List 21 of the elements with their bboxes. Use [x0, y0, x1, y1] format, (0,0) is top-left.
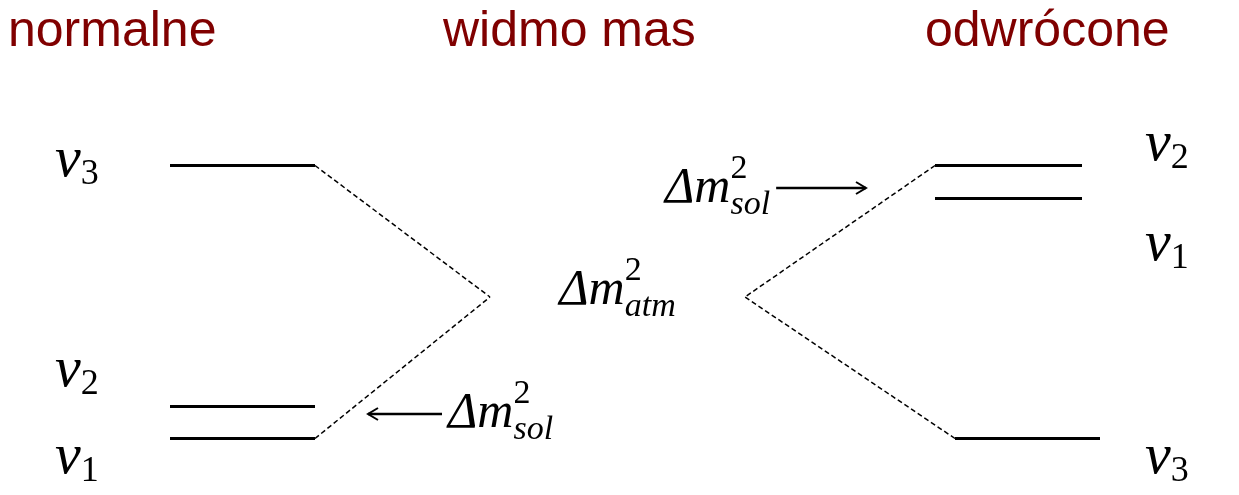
neutrino-label: ν$_{2}$ — [55, 338, 99, 396]
dashed-connector — [314, 164, 491, 298]
neutrino-label: ν$_{3}$ — [1145, 425, 1189, 483]
heading: widmo mas — [443, 4, 696, 54]
heading: odwrócone — [925, 4, 1170, 54]
energy-level-line — [955, 437, 1100, 440]
energy-level-line — [170, 405, 315, 408]
neutrino-label: ν$_{1}$ — [1145, 212, 1189, 270]
arrow — [367, 407, 442, 421]
energy-level-line — [935, 164, 1082, 167]
dashed-connector — [744, 296, 956, 440]
heading: normalne — [8, 4, 217, 54]
neutrino-label: ν$_{1}$ — [55, 425, 99, 483]
energy-level-line — [170, 437, 315, 440]
dashed-connector — [314, 296, 491, 440]
neutrino-label: ν$_{2}$ — [1145, 112, 1189, 170]
dashed-connector — [744, 164, 936, 298]
energy-level-line — [170, 164, 315, 167]
energy-level-line — [935, 197, 1082, 200]
arrow — [776, 181, 867, 195]
neutrino-label: ν$_{3}$ — [55, 128, 99, 186]
